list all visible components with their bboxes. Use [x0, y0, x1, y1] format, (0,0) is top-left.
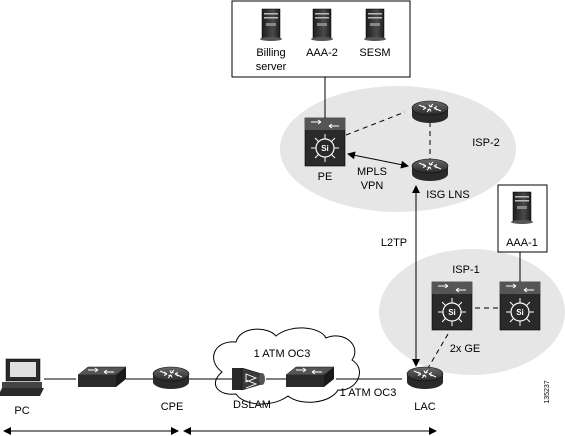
sesm-label: SESM — [359, 47, 390, 59]
pc-icon — [0, 358, 44, 396]
connections — [3, 77, 521, 435]
isg-lns-router-icon — [411, 158, 449, 182]
figure-id: 135237 — [544, 380, 551, 403]
atm-switch-icon — [285, 366, 335, 388]
aaa2-label: AAA-2 — [306, 47, 338, 59]
isg-lns-label: ISG LNS — [426, 189, 469, 201]
isp1-switch-left-icon — [431, 281, 473, 331]
pe-label: PE — [318, 171, 333, 183]
billing-label-line1: Billing — [256, 47, 285, 59]
mpls-label-line1: MPLS — [357, 166, 387, 178]
isp2-router-icon — [411, 100, 449, 124]
cpe-router-icon — [152, 366, 190, 390]
link-pe-isp2-router — [345, 111, 406, 136]
link-pe-isg-mpls — [347, 151, 409, 169]
isp1-right-si-text: Si — [516, 308, 524, 317]
aaa2-server-icon — [310, 8, 334, 42]
isp1-left-si-text: Si — [448, 308, 456, 317]
aaa1-server-icon — [510, 191, 534, 225]
sesm-server-icon — [363, 8, 387, 42]
billing-label-line2: server — [256, 61, 287, 73]
lac-router-icon — [406, 366, 444, 390]
link-ge — [427, 333, 449, 369]
l2tp-label: L2TP — [381, 237, 407, 249]
ge-label: 2x GE — [450, 343, 481, 355]
lac-label: LAC — [414, 401, 435, 413]
pe-si-text: Si — [321, 144, 329, 153]
access-switch-icon — [77, 366, 127, 388]
isp2-cloud — [280, 86, 516, 212]
isp1-switch-right-icon — [499, 281, 541, 331]
billing-server-icon — [259, 8, 283, 42]
atm-cloud-label: 1 ATM OC3 — [254, 348, 311, 360]
pc-label: PC — [14, 405, 29, 417]
mpls-label-line2: VPN — [361, 180, 384, 192]
dslam-icon — [232, 367, 265, 391]
atm-cloud — [213, 327, 360, 405]
isp1-label: ISP-1 — [452, 264, 480, 276]
dslam-label: DSLAM — [233, 399, 271, 411]
pe-switch-icon — [304, 117, 346, 167]
cpe-label: CPE — [161, 401, 184, 413]
isp2-label: ISP-2 — [472, 137, 500, 149]
aaa1-label: AAA-1 — [506, 237, 538, 249]
atm-link-label: 1 ATM OC3 — [340, 387, 397, 399]
